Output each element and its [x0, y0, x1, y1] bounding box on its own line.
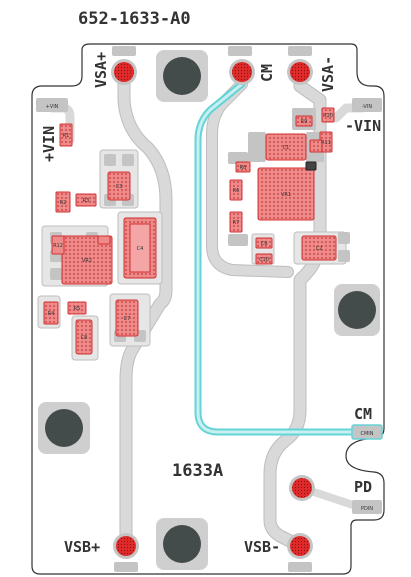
part-c8 [75, 319, 93, 355]
test-points [111, 46, 315, 572]
label-vsb-minus: VSB- [244, 538, 280, 556]
label-r5: R5 [74, 306, 81, 312]
mount-hole-left [38, 402, 90, 454]
label-cm-side: CM [354, 405, 372, 423]
board-part-number: 652-1633-A0 [78, 9, 191, 29]
label-r9: R9 [301, 119, 308, 125]
mount-hole-bottom [156, 518, 208, 570]
label-r2: R2 [60, 200, 67, 206]
pad-label-vin-plus: +VIN [46, 104, 59, 110]
pad-label-cm: CMIN [360, 431, 373, 437]
label-u1: VR1 [281, 192, 291, 198]
label-r3: R3 [83, 198, 90, 204]
label-vsa-plus: VSA+ [92, 52, 110, 88]
via-pd [289, 475, 315, 501]
label-pd: PD [354, 478, 372, 496]
label-vsa-minus: VSA- [319, 56, 337, 92]
label-c7: C7 [124, 316, 131, 322]
part-c2 [301, 235, 337, 261]
part-r1 [59, 123, 73, 147]
label-c4: C4 [137, 246, 144, 252]
label-c8: C8 [81, 335, 88, 341]
label-c9: C9 [261, 241, 268, 247]
label-vin-plus: +VIN [40, 126, 58, 162]
label-c3: C3 [116, 184, 123, 190]
label-vsb-plus: VSB+ [64, 538, 100, 556]
designators: C1 C2 C3 C4 C7 C8 VR2 VR1 R1 R2 R3 R4 R5… [48, 113, 333, 341]
via-vsb-plus [113, 533, 139, 559]
components [43, 107, 337, 355]
mount-hole-right [334, 284, 380, 336]
label-r10: R10 [323, 113, 333, 119]
board-silk-id: 1633A [172, 461, 223, 481]
label-r6: R6 [233, 188, 240, 194]
traces [47, 65, 370, 553]
via-vsb-minus [287, 533, 313, 559]
part-c7 [115, 299, 139, 337]
via-vsa-plus [111, 59, 137, 85]
label-c1: C1 [283, 145, 290, 151]
pad-label-pd: PDIN [361, 506, 373, 512]
label-r12: R12 [53, 243, 63, 249]
mounting-holes [38, 50, 380, 570]
part-c1 [265, 133, 307, 161]
via-cm-top [229, 59, 255, 85]
label-cm-top: CM [258, 64, 276, 82]
part-u1 [257, 167, 315, 221]
edge-pads: +VIN -VIN CMIN PDIN [36, 98, 383, 514]
mount-hole-top [156, 50, 208, 102]
via-vsa-minus [287, 59, 313, 85]
label-r7: R7 [233, 220, 240, 226]
label-c2: C2 [316, 246, 323, 252]
label-u2: VR2 [82, 258, 92, 264]
part-c3 [107, 171, 131, 201]
label-vin-minus: -VIN [345, 117, 381, 135]
label-r11: R11 [321, 140, 331, 146]
pad-label-vin-minus: -VIN [362, 104, 372, 110]
label-c10: C10 [259, 257, 269, 263]
label-r4: R4 [48, 311, 55, 317]
part-u2 [61, 235, 113, 285]
label-r1: R1 [63, 133, 70, 139]
label-r8: R8 [240, 165, 247, 171]
